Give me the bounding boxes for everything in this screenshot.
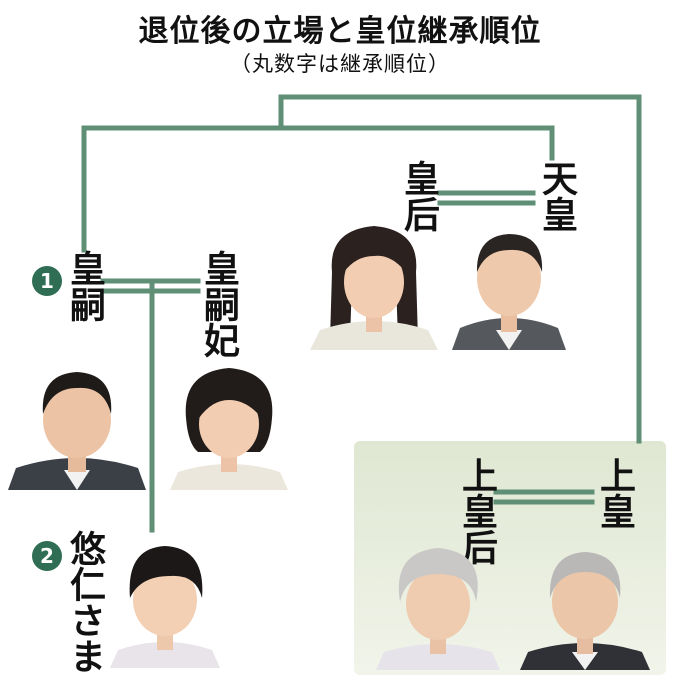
portrait-koshihi: [170, 352, 288, 490]
succession-badge-2: 2: [32, 541, 62, 571]
portrait-hisahito: [110, 534, 220, 668]
line-retired-to-children: [278, 94, 642, 444]
portrait-jokougou: [376, 536, 500, 670]
label-hisahito: 悠仁さま: [64, 530, 105, 674]
portrait-kogo: [310, 212, 438, 350]
label-jokougou: 上皇后: [456, 457, 497, 565]
marriage-line-jokou: [493, 489, 595, 505]
label-kogo: 皇后: [398, 160, 439, 232]
succession-badge-1: 1: [32, 266, 62, 296]
diagram-title: 退位後の立場と皇位継承順位: [138, 14, 542, 49]
portrait-koshi: [8, 352, 146, 490]
label-jokou: 上皇: [594, 457, 635, 529]
portrait-jokou: [520, 536, 650, 670]
label-koshihi: 皇嗣妃: [198, 250, 239, 358]
portrait-tenno: [452, 212, 566, 350]
line-children-bar: [81, 125, 555, 161]
label-tenno: 天皇: [536, 160, 577, 232]
marriage-line-tenno: [437, 190, 536, 206]
retired-panel: [354, 441, 666, 675]
diagram-subtitle: （丸数字は継承順位）: [230, 52, 450, 76]
label-koshi: 皇嗣: [64, 250, 105, 322]
